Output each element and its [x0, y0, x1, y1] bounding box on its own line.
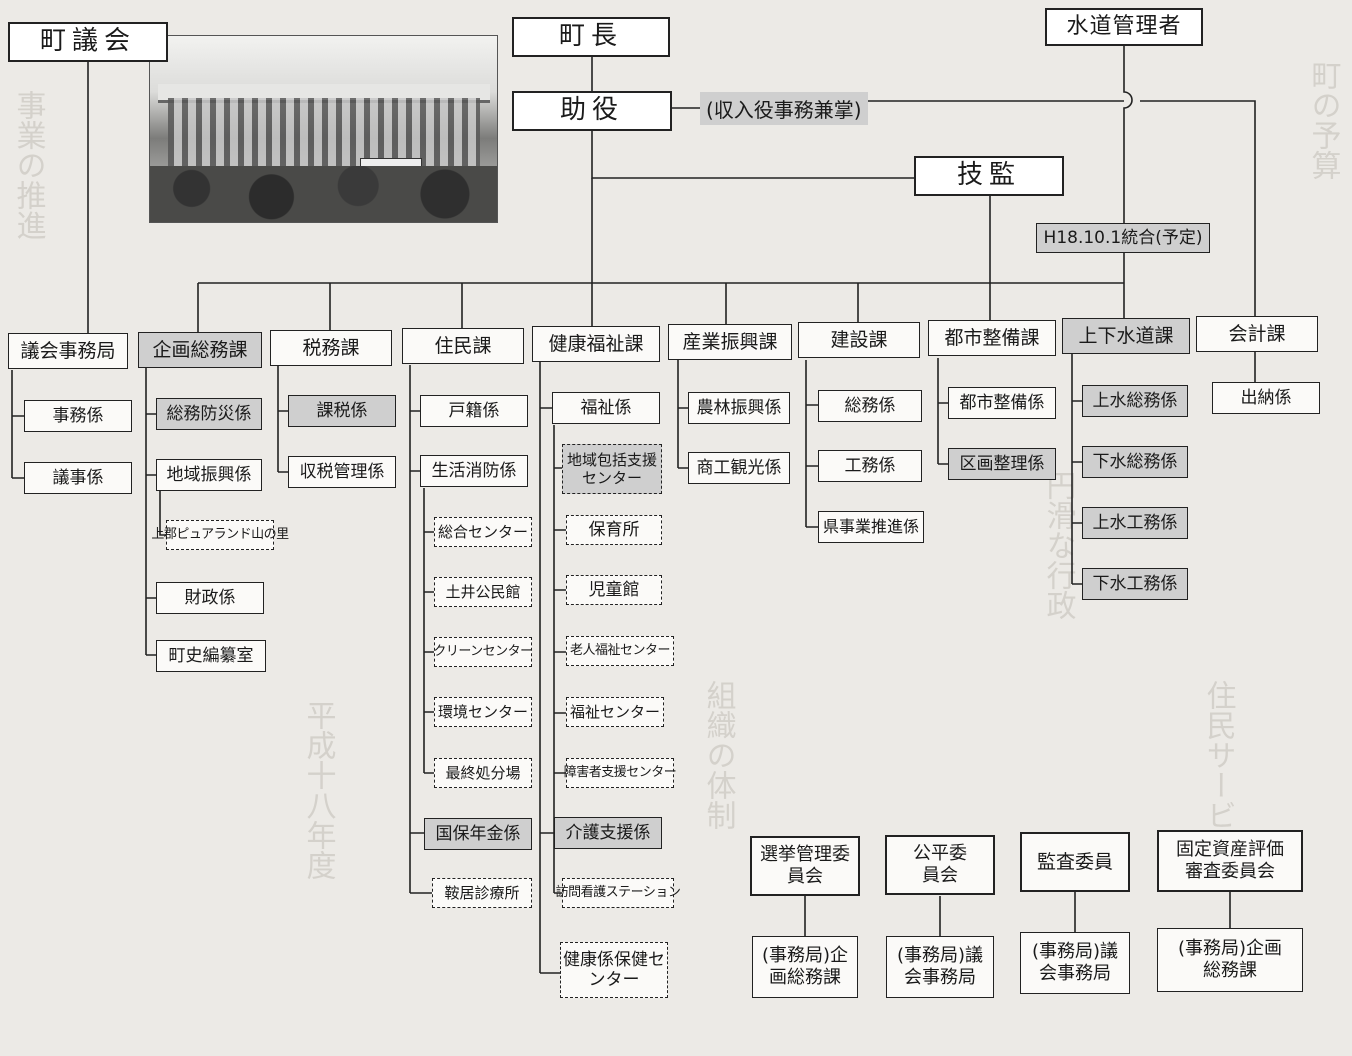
dept-suido: 上下水道課: [1062, 318, 1190, 354]
facility-sogo-center: 総合センター: [434, 517, 532, 547]
section-koseki: 戸籍係: [420, 395, 528, 427]
section-shoko-kanko: 商工観光係: [688, 452, 790, 484]
section-norin-shinko: 農林振興係: [688, 392, 790, 424]
section-kaigo-shien: 介護支援係: [554, 817, 662, 849]
section-somu-bosai: 総務防災係: [156, 398, 262, 430]
section-komu: 工務係: [818, 450, 922, 482]
background-text-1: 事業の推進: [10, 90, 46, 240]
section-toshi-seibi: 都市整備係: [948, 387, 1056, 419]
dept-kikaku: 企画総務課: [138, 332, 262, 368]
facility-homon-kango: 訪問看護ステーション: [556, 878, 681, 908]
committee-senkyo: 選挙管理委員会: [750, 836, 860, 896]
engineer-box: 技監: [914, 156, 1064, 196]
office-kohei: (事務局)議会事務局: [886, 936, 994, 998]
section-shuzei: 収税管理係: [288, 456, 396, 488]
merge-note: H18.10.1統合(予定): [1036, 223, 1210, 253]
water-manager-box: 水道管理者: [1045, 8, 1203, 46]
background-text-4: 組織の体制: [700, 680, 736, 830]
facility-kankyo-center: 環境センター: [434, 697, 532, 727]
section-seikatsu-shobo: 生活消防係: [420, 455, 528, 487]
section-kukaku-seiri: 区画整理係: [948, 448, 1056, 480]
council-box: 町議会: [8, 22, 168, 62]
committee-kohei: 公平委員会: [885, 835, 995, 895]
deputy-box: 助役: [512, 91, 672, 131]
deputy-note: (収入役事務兼掌): [700, 92, 868, 125]
facility-pureland: 上郡ピュアランド山の里: [151, 520, 289, 550]
background-text-3: 円滑な行政: [1040, 470, 1076, 620]
facility-shogaisha-shien: 障害者支援センター: [564, 758, 677, 788]
dept-kenko: 健康福祉課: [532, 326, 660, 362]
background-text-6: 平成十八年度: [300, 700, 336, 880]
committee-kotei-shisan: 固定資産評価審査委員会: [1157, 830, 1303, 892]
background-text-2: 町の予算: [1305, 60, 1341, 180]
facility-doi-kominkan: 土井公民館: [434, 577, 532, 607]
section-chōshi: 町史編纂室: [156, 640, 266, 672]
dept-kaikei: 会計課: [1196, 316, 1318, 352]
section-suito: 出納係: [1212, 382, 1320, 414]
section-gesui-somu: 下水総務係: [1082, 446, 1188, 478]
section-fukushi: 福祉係: [552, 392, 660, 424]
section-ken-jigyo: 県事業推進係: [818, 511, 924, 543]
facility-chiiki-hokatsu: 地域包括支援センター: [562, 444, 662, 494]
dept-zeimu: 税務課: [270, 330, 392, 366]
section-giji: 議事係: [24, 462, 132, 494]
section-somu: 総務係: [818, 390, 922, 422]
office-kansa: (事務局)議会事務局: [1020, 932, 1130, 994]
section-kokuho-nenkin: 国保年金係: [424, 818, 532, 850]
dept-gikai: 議会事務局: [8, 333, 128, 369]
dept-kensetsu: 建設課: [798, 322, 920, 358]
facility-kurai-clinic: 鞍居診療所: [432, 878, 532, 908]
dept-jumin: 住民課: [402, 328, 524, 364]
section-jimu: 事務係: [24, 400, 132, 432]
facility-hoikusho: 保育所: [566, 515, 662, 545]
dept-sangyo: 産業振興課: [668, 324, 792, 360]
section-gesui-komu: 下水工務係: [1082, 568, 1188, 600]
section-josui-somu: 上水総務係: [1082, 385, 1188, 417]
town-hall-photo: [149, 35, 498, 223]
section-josui-komu: 上水工務係: [1082, 507, 1188, 539]
facility-saishu-shobunjo: 最終処分場: [434, 758, 532, 788]
office-senkyo: (事務局)企画総務課: [752, 936, 858, 998]
facility-clean-center: クリーンセンター: [433, 637, 533, 667]
office-kotei-shisan: (事務局)企画総務課: [1157, 928, 1303, 992]
committee-kansa: 監査委員: [1020, 832, 1130, 892]
mayor-box: 町長: [512, 17, 670, 57]
dept-toshi: 都市整備課: [928, 320, 1056, 356]
facility-jidokan: 児童館: [566, 575, 662, 605]
section-chiiki-shinko: 地域振興係: [156, 459, 262, 491]
section-kenko-hoken-center: 健康係保健センター: [560, 942, 668, 998]
facility-fukushi-center: 福祉センター: [566, 697, 664, 727]
facility-rojin-fukushi: 老人福祉センター: [566, 636, 674, 666]
section-zaisei: 財政係: [156, 582, 264, 614]
section-kazei: 課税係: [288, 395, 396, 427]
